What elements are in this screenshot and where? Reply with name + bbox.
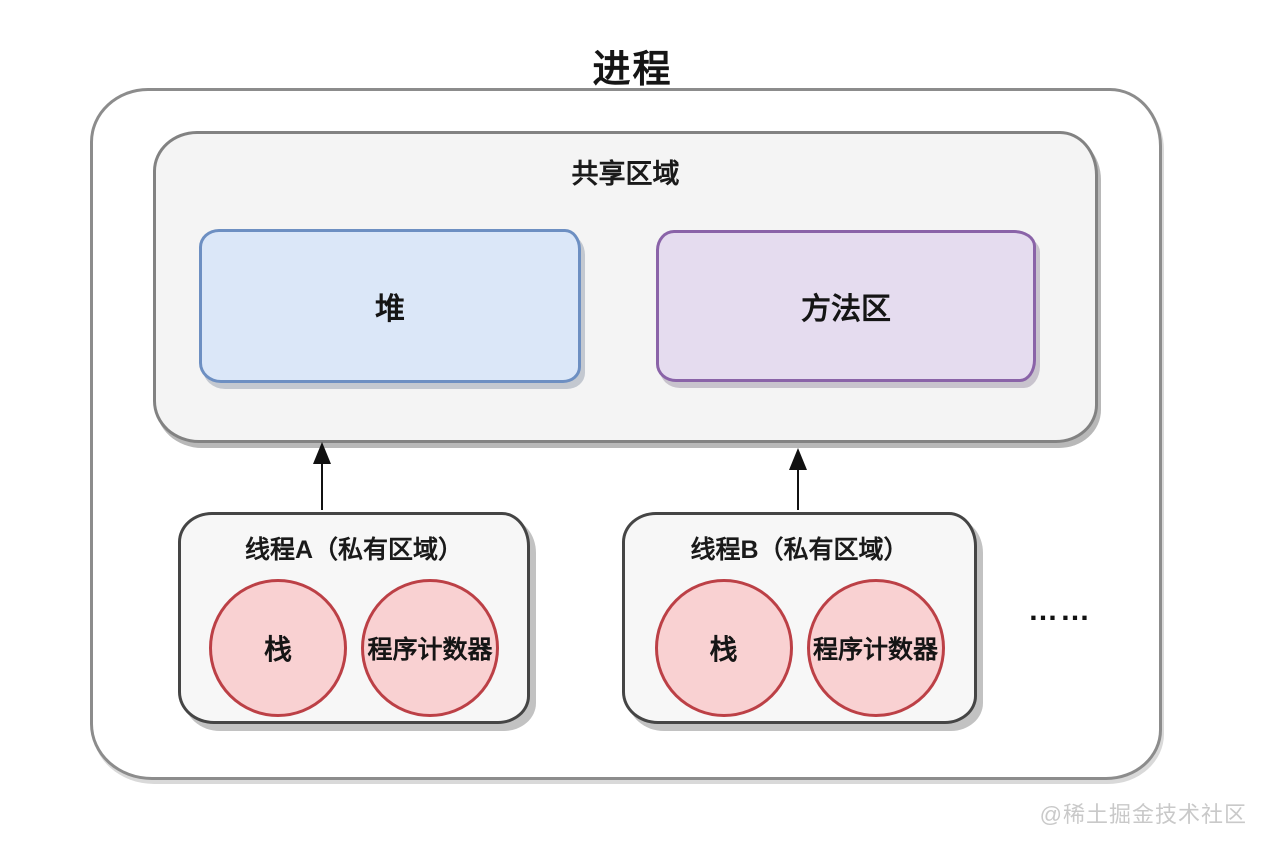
thread-b-box: 线程B（私有区域） 栈 程序计数器 (622, 512, 977, 724)
arrow-up-icon (789, 448, 807, 470)
arrow-up-icon (313, 442, 331, 464)
thread-b-program-counter-circle: 程序计数器 (806, 579, 945, 717)
thread-a-box: 线程A（私有区域） 栈 程序计数器 (178, 512, 530, 724)
arrow-line (320, 464, 324, 510)
thread-a-circles: 栈 程序计数器 (181, 579, 527, 717)
thread-b-stack-circle: 栈 (654, 579, 793, 717)
shared-region-box: 共享区域 堆 方法区 (153, 131, 1098, 443)
arrow-thread-a-to-shared (312, 442, 332, 510)
method-area-box: 方法区 (656, 230, 1036, 382)
heap-box: 堆 (199, 229, 581, 383)
thread-b-label: 线程B（私有区域） (690, 536, 909, 564)
thread-a-program-counter-circle: 程序计数器 (361, 579, 499, 717)
process-box: 共享区域 堆 方法区 (90, 88, 1162, 780)
arrow-line (796, 470, 800, 510)
shared-region-label: 共享区域 (571, 159, 680, 189)
watermark: @稀土掘金技术社区 (1039, 802, 1247, 827)
program-counter-label: 程序计数器 (367, 636, 493, 664)
stack-label: 栈 (709, 634, 738, 665)
more-threads-ellipsis: …… (1028, 594, 1092, 627)
thread-a-stack-circle: 栈 (209, 579, 347, 717)
arrow-thread-b-to-shared (788, 448, 808, 510)
thread-b-circles: 栈 程序计数器 (625, 579, 974, 717)
heap-label: 堆 (375, 293, 405, 326)
diagram-title: 进程 (592, 49, 673, 91)
thread-a-label: 线程A（私有区域） (244, 536, 464, 564)
program-counter-label: 程序计数器 (812, 636, 938, 664)
method-area-label: 方法区 (801, 293, 891, 326)
stack-label: 栈 (263, 634, 292, 665)
